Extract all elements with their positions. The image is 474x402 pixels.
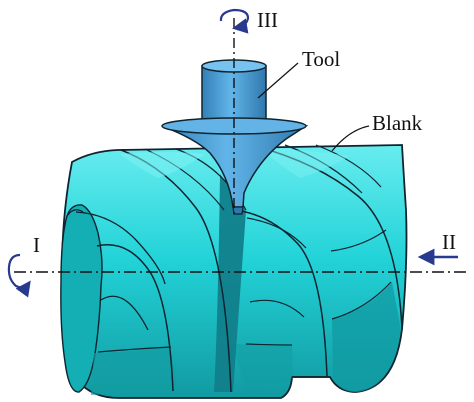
- blank-label: Blank: [372, 111, 423, 135]
- rotation-arrow-axis-3: [219, 8, 250, 34]
- tool-label: Tool: [302, 47, 340, 71]
- axis-1-label: I: [33, 233, 40, 257]
- axis-2-label: II: [442, 230, 456, 254]
- rotation-arrow-axis-1: [7, 253, 31, 298]
- tool-leader-line: [257, 62, 299, 99]
- axes-layer: [14, 18, 470, 273]
- axis-3-label: III: [257, 8, 278, 32]
- blank-leader-line: [331, 125, 370, 152]
